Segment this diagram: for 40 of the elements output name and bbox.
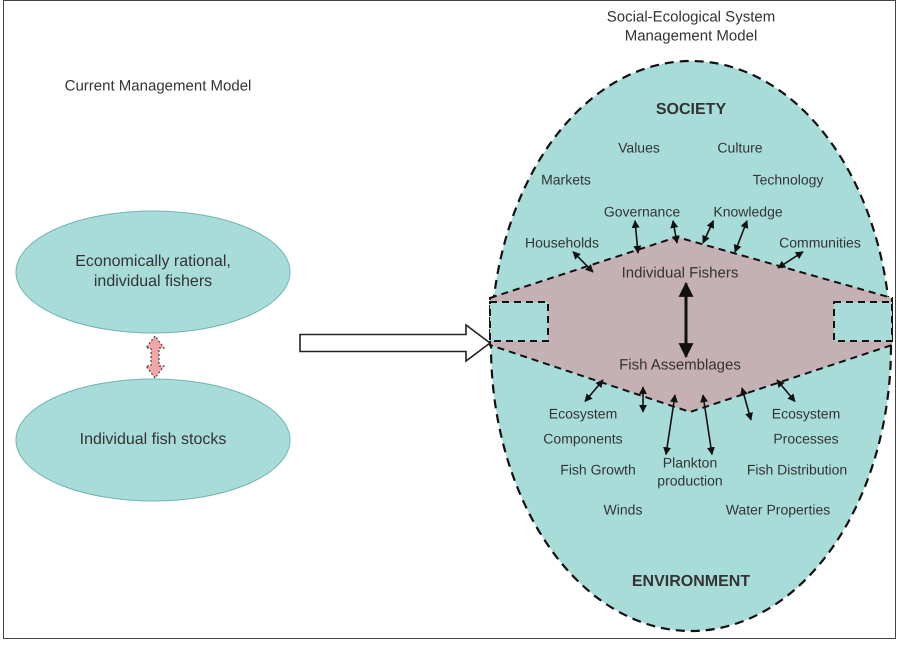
double-arrow [702, 220, 714, 244]
factor-label: Winds [604, 501, 642, 519]
factor-label: Communities [779, 234, 861, 252]
model-heading: Current Management Model [64, 78, 252, 96]
double-arrow [700, 394, 715, 456]
double-arrow [639, 386, 647, 413]
block-arrow [144, 335, 166, 379]
factor-label: Knowledge [713, 203, 783, 221]
factor-label: Water Properties [726, 501, 830, 519]
diagram-heading: Social-Ecological System Management Model [606, 8, 776, 46]
double-arrow [572, 251, 594, 273]
double-arrow [584, 379, 604, 402]
factor-label: Households [525, 234, 599, 252]
factor-label: Individual Fishers [622, 264, 738, 284]
factor-label: Governance [604, 203, 680, 221]
ellipse-node [15, 378, 291, 502]
double-arrow [740, 387, 753, 421]
double-arrow [663, 394, 678, 456]
node-text: Economically rational, individual fishers [74, 252, 232, 292]
factor-label: Ecosystem Processes [751, 402, 861, 450]
section-heading: SOCIETY [654, 100, 728, 120]
section-heading: ENVIRONMENT [630, 572, 752, 592]
factor-label: Plankton production [645, 454, 735, 490]
double-arrow [734, 220, 748, 253]
node-text: Individual fish stocks [78, 430, 228, 450]
factor-label: Fish Distribution [746, 461, 848, 479]
factor-label: Ecosystem Components [523, 402, 643, 450]
block-arrow [299, 323, 492, 363]
factor-label: Markets [541, 171, 591, 189]
ellipse-node [15, 210, 291, 334]
factor-label: Technology [752, 171, 824, 189]
double-arrow [678, 282, 694, 358]
double-arrow [776, 379, 796, 402]
factor-label: Fish Assemblages [619, 356, 741, 376]
factor-label: Fish Growth [560, 461, 636, 479]
double-arrow [777, 251, 804, 269]
factor-label: Culture [717, 139, 763, 157]
double-arrow [670, 220, 680, 244]
double-arrow [632, 220, 642, 254]
factor-label: Values [618, 139, 660, 157]
